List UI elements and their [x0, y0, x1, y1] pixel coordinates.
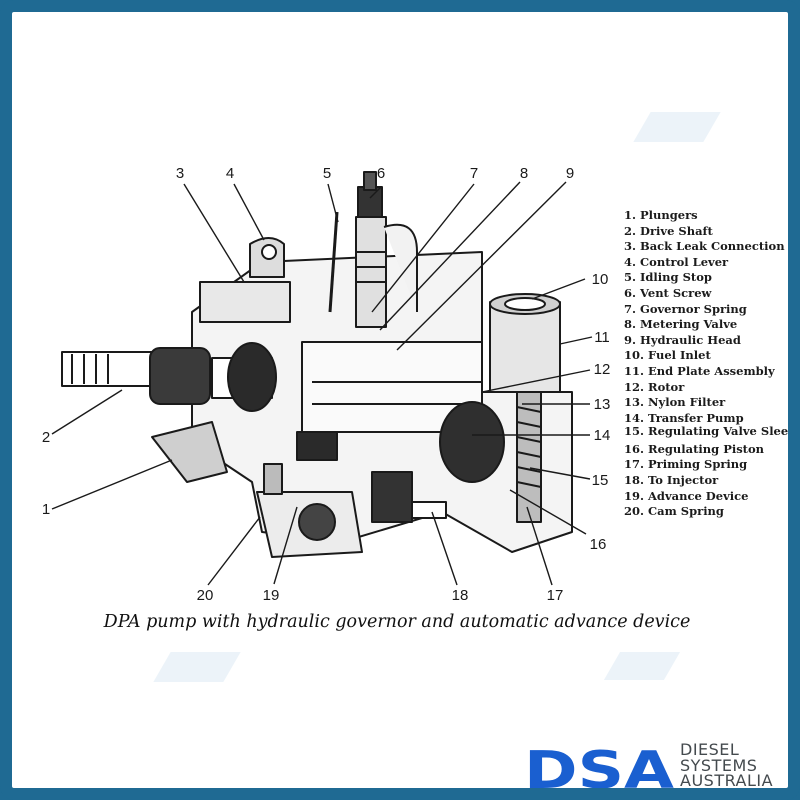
callout-5: 5: [323, 165, 331, 182]
company-name: DIESEL SYSTEMS AUSTRALIA: [680, 740, 774, 790]
callout-10: 10: [592, 271, 609, 288]
dsa-logo: DSA: [524, 746, 674, 792]
callout-11: 11: [594, 329, 610, 346]
legend-item: 6. Vent Screw: [624, 285, 712, 300]
legend-item: 7. Governor Spring: [624, 301, 747, 316]
callout-20: 20: [197, 587, 214, 604]
company-name-line: DIESEL: [680, 740, 740, 759]
legend-item: 9. Hydraulic Head: [624, 332, 741, 347]
callout-12: 12: [594, 361, 611, 378]
callout-18: 18: [452, 587, 469, 604]
legend-item: 4. Control Lever: [624, 254, 729, 269]
company-name-line: SYSTEMS: [680, 755, 758, 775]
callout-2: 2: [42, 429, 50, 446]
legend-item: 16. Regulating Piston: [624, 441, 765, 456]
callout-14: 14: [594, 427, 611, 444]
legend-item: 15. Regulating Valve Sleeve: [624, 424, 800, 439]
callout-4: 4: [226, 165, 234, 182]
legend-item: 20. Cam Spring: [624, 504, 724, 519]
callout-13: 13: [594, 396, 611, 413]
callout-17: 17: [547, 587, 564, 604]
legend-item: 8. Metering Valve: [624, 317, 738, 332]
parts-legend: 1. Plungers 2. Drive Shaft 3. Back Leak …: [624, 208, 800, 520]
callout-15: 15: [592, 472, 609, 489]
legend-item: 13. Nylon Filter: [624, 395, 726, 410]
leader-lines: [51, 181, 593, 586]
svg-text:DSA: DSA: [524, 746, 674, 792]
callout-16: 16: [590, 536, 607, 553]
legend-item: 11. End Plate Assembly: [624, 363, 775, 378]
legend-item: 10. Fuel Inlet: [624, 348, 711, 363]
callout-1: 1: [42, 501, 50, 518]
callout-7: 7: [470, 165, 478, 182]
callout-8: 8: [520, 165, 528, 182]
figure-caption: DPA pump with hydraulic governor and aut…: [103, 612, 691, 632]
legend-item: 14. Transfer Pump: [624, 410, 744, 425]
legend-item: 3. Back Leak Connection: [624, 239, 785, 254]
legend-item: 12. Rotor: [624, 379, 685, 394]
callout-9: 9: [566, 165, 574, 182]
company-name-line: AUSTRALIA: [680, 771, 774, 790]
legend-item: 1. Plungers: [624, 208, 698, 222]
callout-numbers: 1 2 3 4 5 6 7 8 9 10 11 12 13 14 15 16 1…: [42, 165, 611, 604]
legend-item: 18. To Injector: [624, 473, 719, 487]
callout-19: 19: [263, 587, 280, 604]
legend-item: 2. Drive Shaft: [624, 223, 713, 238]
legend-item: 19. Advance Device: [624, 488, 749, 503]
legend-item: 5. Idling Stop: [624, 270, 712, 285]
callout-3: 3: [176, 165, 184, 182]
pump-diagram: 1 2 3 4 5 6 7 8 9 10 11 12 13 14 15 16 1…: [42, 165, 611, 604]
legend-item: 17. Priming Spring: [624, 457, 748, 472]
pump-illustration: [61, 171, 573, 558]
callout-6: 6: [377, 165, 385, 182]
